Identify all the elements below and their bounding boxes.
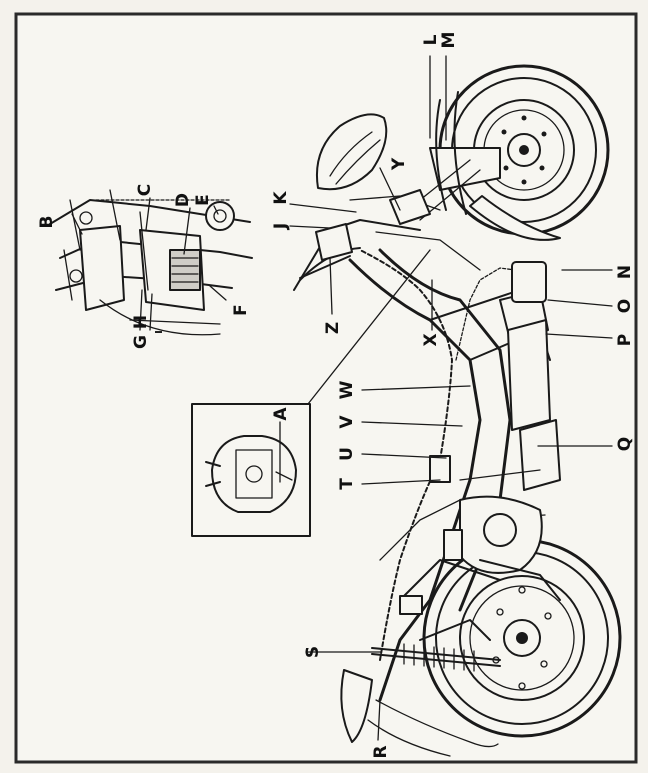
frame [299, 247, 561, 702]
headlight [316, 113, 388, 191]
label-K: K [271, 191, 291, 205]
rear-fender [340, 669, 499, 757]
label-C: C [135, 184, 155, 196]
label-A: A [271, 407, 291, 421]
inset-leader-line [307, 249, 431, 405]
front-fork [419, 91, 561, 241]
label-O: O [615, 299, 635, 313]
label-L: L [421, 34, 441, 45]
label-S: S [303, 646, 323, 658]
label-X: X [421, 333, 441, 346]
label-T: T [337, 478, 357, 490]
handlebar-cluster [293, 189, 481, 291]
leader-lines [71, 55, 613, 741]
label-Y: Y [389, 157, 409, 171]
label-U: U [337, 447, 357, 461]
inset-wiring-detail [49, 189, 253, 336]
label-G: G [131, 335, 151, 349]
label-P: P [615, 334, 635, 346]
wire-harness [359, 249, 531, 661]
label-Q: Q [615, 437, 635, 451]
label-N: N [615, 265, 635, 279]
callout-labels: B C D E F G H I A J K L M Y Z X N O P Q … [37, 32, 635, 759]
components [399, 261, 547, 615]
label-V: V [337, 415, 357, 429]
label-D: D [173, 193, 193, 207]
label-F: F [231, 304, 251, 316]
label-E: E [193, 194, 213, 206]
rear-shock [371, 643, 501, 672]
label-J: J [271, 223, 291, 230]
label-B: B [37, 216, 57, 229]
label-R: R [371, 745, 391, 758]
label-M: M [439, 32, 459, 49]
label-I: I [154, 330, 165, 334]
label-H: H [131, 315, 151, 329]
inset-detail-a-box [191, 403, 311, 537]
label-Z: Z [323, 322, 343, 334]
label-W: W [337, 380, 357, 399]
